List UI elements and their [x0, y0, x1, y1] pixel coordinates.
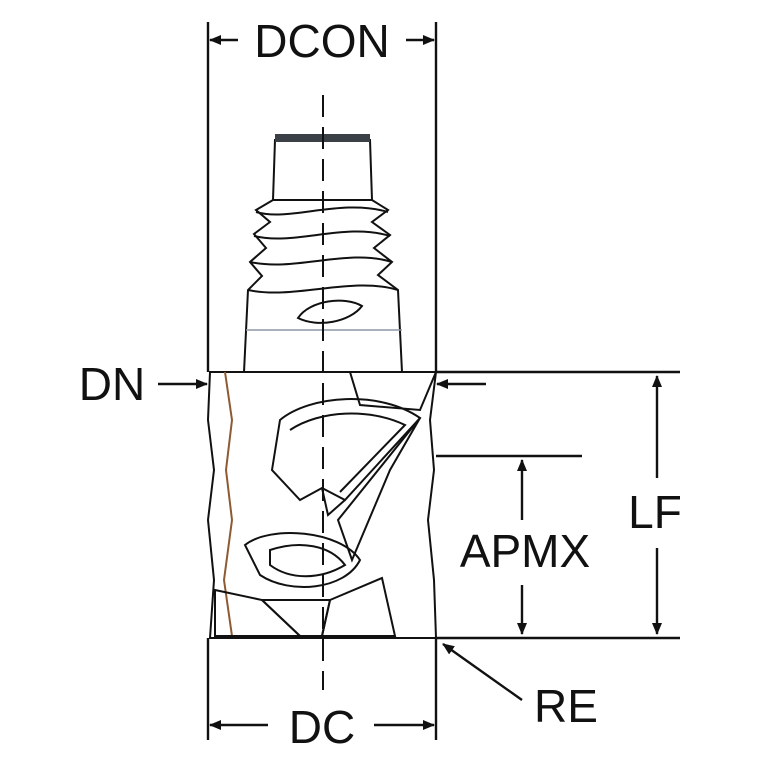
label-lf: LF: [628, 486, 682, 538]
dimension-lines: [158, 22, 680, 740]
label-dc: DC: [289, 701, 355, 753]
label-dcon: DCON: [254, 15, 389, 67]
tool-head: [206, 371, 438, 639]
label-re: RE: [534, 680, 598, 732]
label-dn: DN: [79, 358, 145, 410]
label-apmx: APMX: [460, 525, 590, 577]
